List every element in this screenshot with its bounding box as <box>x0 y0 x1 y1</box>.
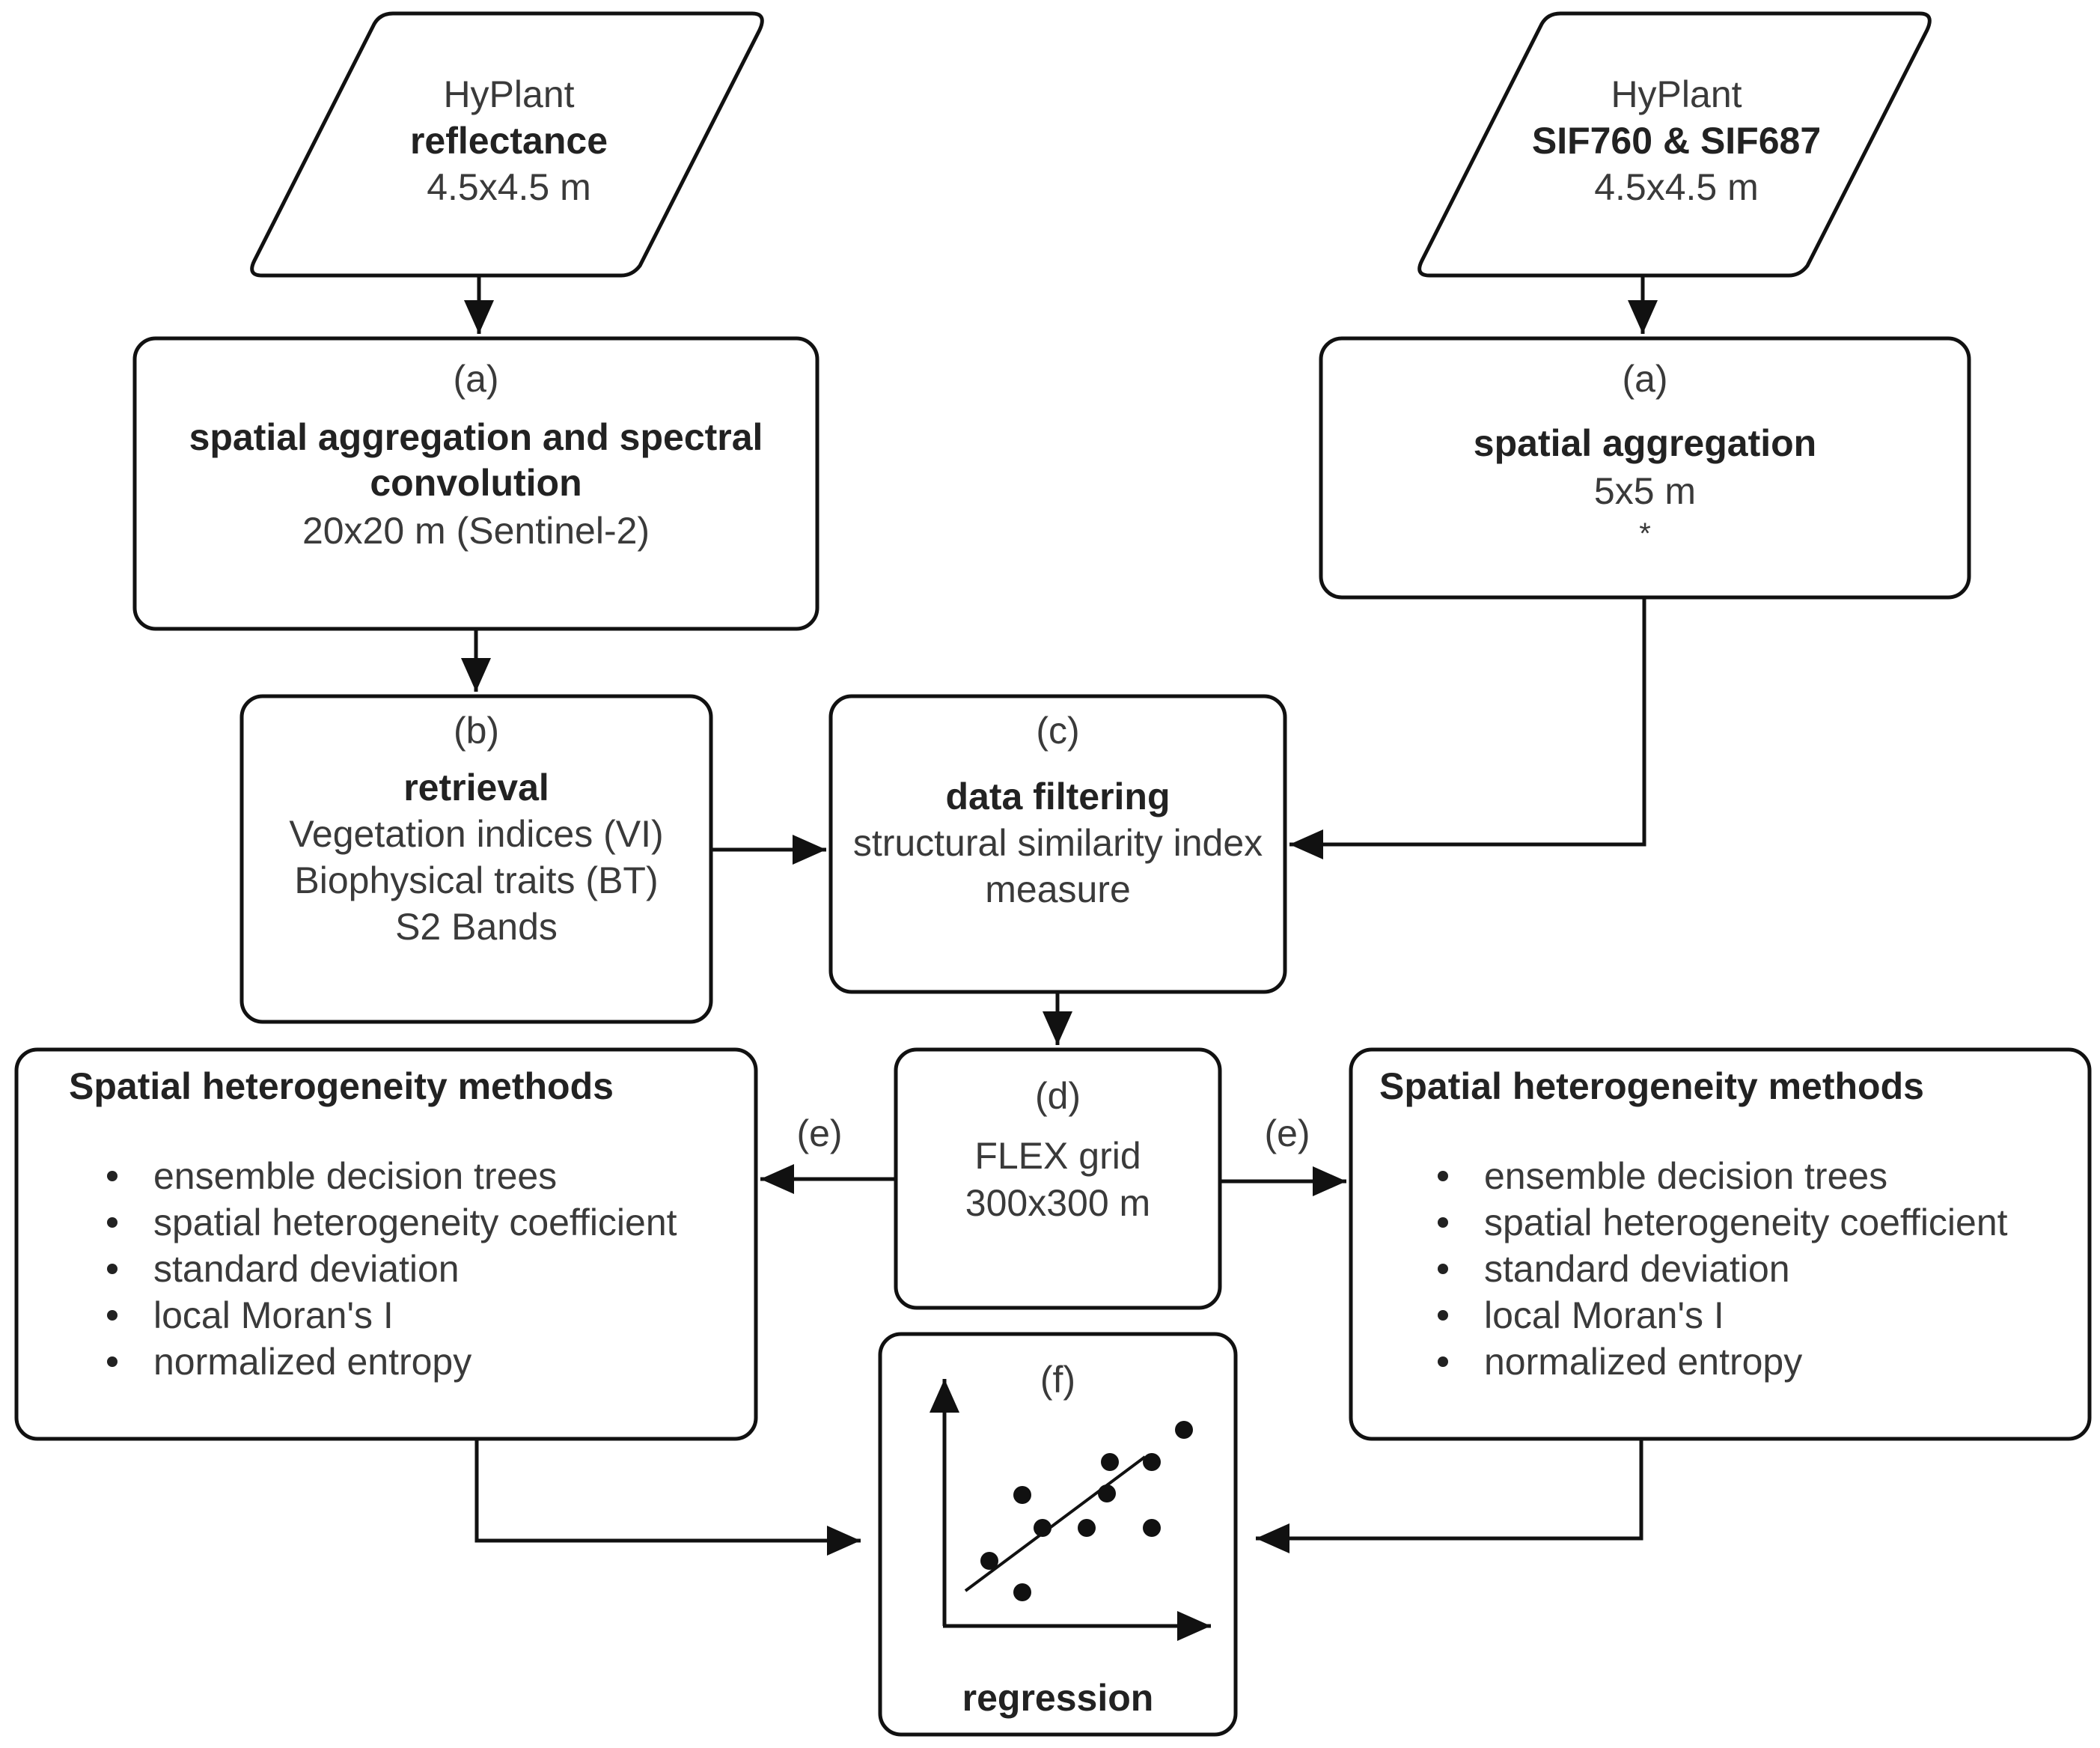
aggregation-tag: (a) <box>1622 358 1668 400</box>
methods-right-box <box>1349 1047 2092 1441</box>
edge-label-right: (e) <box>1264 1112 1310 1154</box>
filtering-title: data filtering <box>945 776 1170 817</box>
list-item: ensemble decision trees <box>1438 1153 2008 1199</box>
bullet-icon <box>1438 1217 1448 1228</box>
retrieval-box <box>239 694 713 1024</box>
retrieval-title: retrieval <box>403 767 549 808</box>
bullet-icon <box>107 1356 117 1367</box>
retrieval-item: S2 Bands <box>395 906 558 948</box>
regression-tag: (f) <box>1040 1359 1076 1401</box>
sif-input-resolution: 4.5x4.5 m <box>1594 166 1759 208</box>
aggregation-convolution-detail: 20x20 m (Sentinel-2) <box>302 510 650 552</box>
scatter-point <box>1078 1519 1096 1537</box>
arrow-methods-right-to-regression <box>1256 1439 1643 1553</box>
aggregation-convolution-title-2: convolution <box>370 462 582 504</box>
scatter-point <box>980 1552 998 1570</box>
scatter-point <box>1143 1453 1161 1471</box>
aggregation-convolution-title-1: spatial aggregation and spectral <box>189 416 763 458</box>
list-item: standard deviation <box>107 1246 677 1292</box>
scatter-point <box>1098 1484 1116 1502</box>
sif-input-title: SIF760 & SIF687 <box>1531 120 1822 162</box>
regression-title: regression <box>962 1677 1154 1719</box>
grid-detail: 300x300 m <box>965 1182 1151 1224</box>
methods-left-list: ensemble decision trees spatial heteroge… <box>107 1153 677 1385</box>
arrow-aggregation-to-filtering <box>1289 597 1646 859</box>
retrieval-tag: (b) <box>453 710 500 752</box>
sif-input-shape <box>1417 11 1932 278</box>
list-item: spatial heterogeneity coefficient <box>1438 1199 2008 1246</box>
aggregation-title: spatial aggregation <box>1473 422 1817 464</box>
bullet-icon <box>107 1264 117 1274</box>
bullet-icon <box>107 1310 117 1321</box>
filtering-detail-2: measure <box>985 868 1131 910</box>
retrieval-item: Biophysical traits (BT) <box>294 859 659 901</box>
list-item: local Moran's I <box>1438 1292 2008 1339</box>
scatter-point <box>1143 1519 1161 1537</box>
bullet-icon <box>107 1217 117 1228</box>
methods-right-title: Spatial heterogeneity methods <box>1379 1065 1924 1107</box>
scatter-point <box>1013 1486 1031 1504</box>
filtering-tag: (c) <box>1036 710 1080 752</box>
retrieval-item: Vegetation indices (VI) <box>289 813 664 855</box>
regression-box <box>878 1332 1238 1737</box>
edge-label-left: (e) <box>796 1112 843 1154</box>
bullet-icon <box>1438 1171 1448 1181</box>
list-item: ensemble decision trees <box>107 1153 677 1199</box>
list-item: local Moran's I <box>107 1292 677 1339</box>
list-item: spatial heterogeneity coefficient <box>107 1199 677 1246</box>
scatter-point <box>1013 1583 1031 1601</box>
regression-points <box>980 1421 1193 1601</box>
list-item: standard deviation <box>1438 1246 2008 1292</box>
reflectance-input-resolution: 4.5x4.5 m <box>427 166 591 208</box>
methods-left-box <box>14 1047 758 1441</box>
grid-tag: (d) <box>1034 1075 1081 1117</box>
aggregation-note: * <box>1639 517 1651 550</box>
filtering-detail-1: structural similarity index <box>852 822 1263 864</box>
sif-input-line1: HyPlant <box>1611 73 1742 115</box>
methods-right-list: ensemble decision trees spatial heteroge… <box>1438 1153 2008 1385</box>
bullet-icon <box>1438 1356 1448 1367</box>
arrow-methods-left-to-regression <box>474 1439 861 1556</box>
methods-left-title: Spatial heterogeneity methods <box>69 1065 614 1107</box>
bullet-icon <box>1438 1310 1448 1321</box>
reflectance-input-line1: HyPlant <box>443 73 575 115</box>
list-item: normalized entropy <box>107 1339 677 1385</box>
bullet-icon <box>1438 1264 1448 1274</box>
scatter-point <box>1101 1453 1119 1471</box>
scatter-point <box>1034 1519 1051 1537</box>
list-item: normalized entropy <box>1438 1339 2008 1385</box>
grid-title: FLEX grid <box>974 1135 1141 1177</box>
bullet-icon <box>107 1171 117 1181</box>
aggregation-detail: 5x5 m <box>1593 470 1697 512</box>
reflectance-input-title: reflectance <box>409 120 608 162</box>
scatter-point <box>1175 1421 1193 1439</box>
reflectance-input-shape <box>250 11 764 278</box>
aggregation-convolution-tag: (a) <box>453 358 499 400</box>
regression-fit-line <box>964 1455 1147 1592</box>
